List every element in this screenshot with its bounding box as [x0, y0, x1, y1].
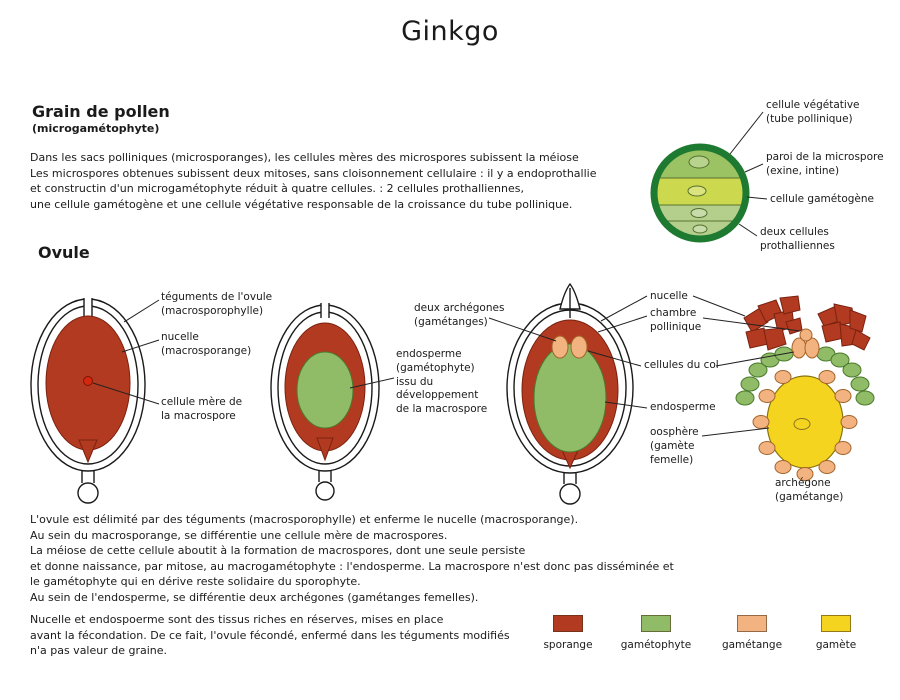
megaspore-mother-cell [83, 376, 93, 386]
legend-item-sporange: sporange [523, 615, 613, 651]
ovule-paragraph: L'ovule est délimité par des téguments (… [30, 513, 674, 604]
legend-label-gamete: gamète [815, 639, 857, 651]
oosphere-nucleus [793, 418, 811, 430]
micropyle-channel [83, 298, 93, 316]
ovule3-stalk-bulb [559, 483, 581, 505]
pollen-grain-diagram [650, 143, 750, 243]
label-teguments: téguments de l'ovule (macrosporophylle) [161, 291, 273, 317]
label-nucelle-stage1: nucelle (macrosporange) [161, 331, 252, 357]
legend-label-sporange: sporange [543, 639, 593, 651]
label-prothallial-cells: deux cellules prothalliennes [760, 226, 835, 252]
gametange-wall-cells [752, 370, 858, 481]
pollen-section-heading: Grain de pollen [32, 102, 170, 121]
label-archegonium: archégone (gamétange) [775, 477, 844, 503]
label-mother-cell: cellule mère de la macrospore [161, 396, 243, 422]
endosperm-stage2 [296, 351, 354, 429]
archegonium-detail-diagram [735, 295, 875, 481]
ovule-stage2-diagram [270, 303, 380, 501]
gametogenous-cell-nucleus [687, 185, 707, 197]
gamete-swatch [821, 615, 851, 632]
leader-lines [92, 111, 801, 437]
ovule1-stalk-bulb [77, 482, 99, 504]
label-microspore-wall: paroi de la microspore (exine, intine) [766, 151, 884, 177]
ovule-stage3-diagram [506, 282, 634, 505]
microspore-wall [650, 143, 750, 243]
label-neck-cells: cellules du col [644, 359, 719, 371]
legend-label-gametange: gamétange [721, 639, 783, 651]
legend-item-gametophyte: gamétophyte [611, 615, 701, 651]
label-nucelle-stage3: nucelle [650, 290, 688, 302]
ovule-note: Nucelle et endospoerme sont des tissus r… [30, 613, 510, 658]
oosphere [766, 375, 844, 469]
nucellus-cells [743, 295, 871, 351]
gametophyte-swatch [641, 615, 671, 632]
label-pollen-chamber: chambre pollinique [650, 307, 702, 333]
pollen-section-subheading: (microgamétophyte) [32, 122, 160, 135]
neck-cells [791, 328, 820, 359]
label-endosperm-stage2: endosperme (gamétophyte) issu du dévelop… [396, 348, 488, 416]
label-archegonia: deux archégones (gamétanges) [414, 302, 505, 328]
gametange-swatch [737, 615, 767, 632]
prothallial-cell-nucleus-2 [692, 224, 708, 234]
legend-item-gametange: gamétange [707, 615, 797, 651]
endosperm-stage3 [533, 343, 607, 453]
page-title: Ginkgo [401, 16, 499, 47]
pollen-paragraph: Dans les sacs polliniques (microsporange… [30, 151, 597, 211]
vegetative-cell-nucleus [688, 155, 710, 169]
sporange-swatch [553, 615, 583, 632]
archegonium-right [570, 335, 588, 359]
ovule-section-heading: Ovule [38, 243, 90, 262]
label-endosperm-stage3: endosperme [650, 401, 716, 413]
label-gametogenous-cell: cellule gamétogène [770, 193, 875, 205]
ovule2-stalk-bulb [315, 481, 335, 501]
ovule-stage1-diagram [30, 297, 146, 504]
label-vegetative-cell: cellule végétative (tube pollinique) [766, 99, 860, 125]
archegonium-left [551, 335, 569, 359]
legend-label-gametophyte: gamétophyte [620, 639, 692, 651]
legend-item-gamete: gamète [791, 615, 881, 651]
prothallial-cell-nucleus-1 [690, 208, 708, 218]
label-oosphere: oosphère (gamète femelle) [650, 426, 699, 466]
micropyle-channel [320, 303, 330, 318]
endosperm-cells [735, 346, 875, 406]
